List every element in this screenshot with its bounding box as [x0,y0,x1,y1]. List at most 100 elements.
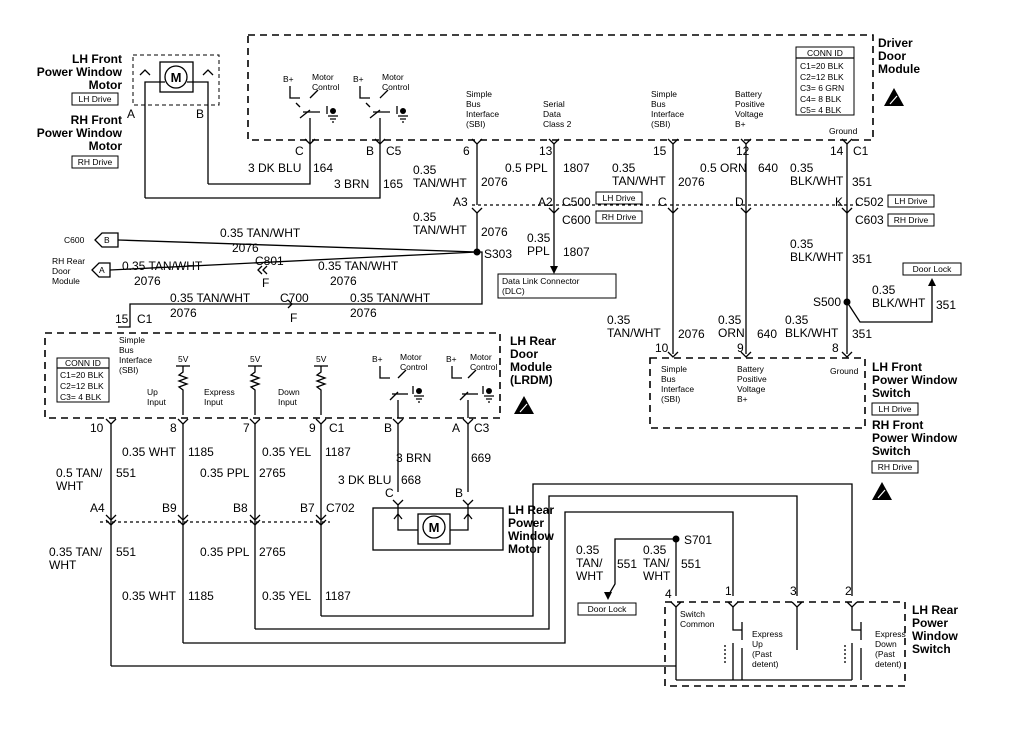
wire-segment [732,607,742,631]
diagram-label: 0.35 [612,161,636,175]
diagram-label: LH Drive [602,193,635,203]
wire-segment [202,69,214,76]
diagram-label: Window [508,529,555,543]
diagram-label: Simple [119,335,145,345]
splice-dot [486,388,492,394]
diagram-label: 2076 [481,225,508,239]
diagram-label: 0.35 [643,543,667,557]
diagram-label: 2076 [134,274,161,288]
diagram-label: Battery [737,364,765,374]
door-lock-tag-s701: Door Lock [577,602,637,616]
wire-segment [846,282,933,323]
diagram-label: 0.35 TAN/WHT [170,291,251,305]
diagram-label: 351 [852,327,872,341]
diagram-label: A [99,265,105,275]
diagram-label: (SBI) [119,365,139,375]
esd-warning-icon [872,482,892,500]
wire-segment [109,251,478,271]
diagram-label: C600 [562,213,591,227]
wire-segment [417,513,451,545]
wire-segment [139,69,151,76]
diagram-label: B [366,144,374,158]
diagram-label: Input [147,397,167,407]
diagram-label: C1 [137,312,153,326]
diagram-label: LH Rear [912,603,958,617]
diagram-label: 0.35 [872,283,896,297]
wire-segment [872,482,892,500]
diagram-label: 8 [170,421,177,435]
diagram-label: Motor [508,542,542,556]
wire-segment [497,273,617,299]
diagram-label: M [429,520,440,535]
diagram-label: A [452,421,460,435]
diagram-label: Bus [119,345,134,355]
diagram-label: Data [543,109,561,119]
wire-segment [889,95,898,105]
lh-drive-tag-lhfs: LH Drive [871,402,919,416]
wire-segment [255,495,798,630]
wire-segment [208,128,311,185]
diagram-label: RH Drive [878,462,913,472]
wire-segment [871,402,919,416]
diagram-label: 0.35 [576,543,600,557]
diagram-label: Motor [312,72,334,82]
diagram-label: 0.35 PPL [200,466,250,480]
diagram-label: Door Lock [913,264,952,274]
diagram-label: 1 [725,584,732,598]
wire-segment [365,102,371,108]
lh-drive-tag-lhfm: LH Drive [71,92,119,106]
diagram-label: Power [912,616,948,630]
door-lock-tag-s500: Door Lock [902,262,962,276]
esd-warning-icon [884,88,904,106]
wire-segment [414,395,424,403]
motor-icon [422,515,446,539]
lrdm-border [44,332,501,419]
diagram-label: Switch [912,642,951,656]
wire-segment [514,396,534,414]
conn-label: B [196,107,204,121]
wire-segment [177,514,189,521]
diagram-label: 0.35 PPL [200,545,250,559]
wire-segment [459,391,469,401]
diagram-label: Up [147,387,158,397]
diagram-label: BLK/WHT [785,326,839,340]
wire-segment [257,265,263,275]
diagram-label: Power [508,516,544,530]
diagram-label: TAN/ [576,556,603,570]
wire-segment [389,391,399,401]
diagram-label: B7 [300,501,315,515]
diagram-label: WHT [643,569,671,583]
diagram-label: RH Drive [602,212,637,222]
wire-segment [398,115,408,123]
diagram-label: Positive [735,99,765,109]
wire-segment [117,239,478,253]
diagram-label: Bus [651,99,666,109]
diagram-label: B [455,486,463,500]
diagram-label: C [295,144,304,158]
diagram-label: 1185 [188,445,214,459]
diagram-label: 0.35 TAN/ [49,545,103,559]
diagram-label: 2076 [170,306,197,320]
diagram-label: F [290,311,297,325]
diagram-label: 2765 [259,545,286,559]
wire-segment [392,499,404,506]
diagram-label: C [385,486,394,500]
